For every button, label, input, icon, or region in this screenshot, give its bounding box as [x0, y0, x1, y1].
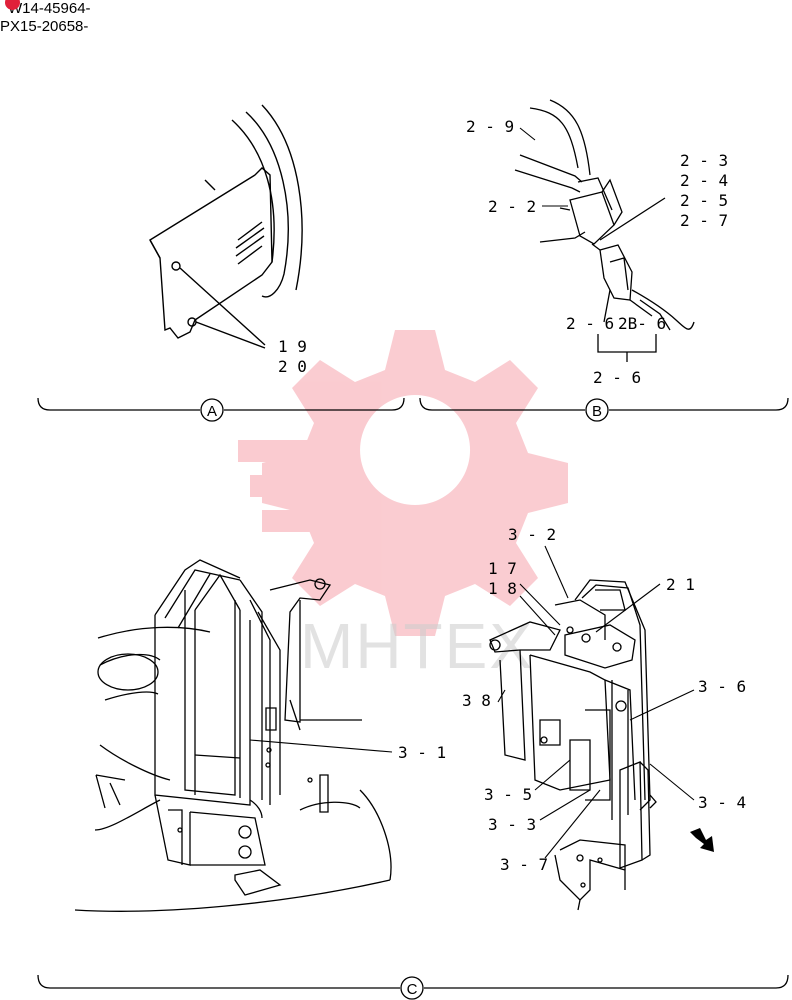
section-bracket-bottom — [37, 974, 789, 1000]
label-c-5: 3 8 — [462, 691, 491, 710]
direction-arrow-icon — [690, 828, 714, 852]
view-b-leaders — [519, 127, 568, 207]
view-a-drawing — [149, 104, 303, 349]
label-b-6: 2 - 2 — [488, 197, 536, 216]
label-c-2: 1 7 — [488, 559, 517, 578]
label-a-2: 2 0 — [278, 357, 307, 376]
label-c-7: 3 - 1 — [398, 743, 446, 762]
view-c-left-drawing — [74, 559, 392, 912]
section-marker-b: B — [592, 403, 602, 420]
label-c-4: 2 1 — [666, 575, 695, 594]
view-b-drawing — [514, 99, 695, 362]
watermark-text: MHTEX — [300, 610, 534, 682]
view-c-right-drawing — [489, 579, 657, 911]
header-code-1: W14-45964- — [8, 0, 91, 17]
label-c-10: 3 - 3 — [488, 815, 536, 834]
section-marker-c: C — [407, 981, 418, 998]
label-b-9: 2 - 6 — [593, 368, 641, 387]
label-c-6: 3 - 6 — [698, 677, 746, 696]
label-b-4: 2 - 5 — [680, 191, 728, 210]
section-marker-a: A — [207, 403, 217, 420]
label-c-9: 3 - 4 — [698, 793, 746, 812]
label-b-2: 2 - 3 — [680, 151, 728, 170]
label-c-1: 3 - 2 — [508, 525, 556, 544]
label-b-8: 2B- 6 — [618, 314, 666, 333]
leader-c-7 — [249, 739, 393, 753]
header-line-1: W14-45964- — [5, 0, 91, 18]
label-c-11: 3 - 7 — [500, 855, 548, 874]
label-c-8: 3 - 5 — [484, 785, 532, 804]
label-b-5: 2 - 7 — [680, 211, 728, 230]
watermark-gear-icon — [238, 330, 568, 636]
label-b-3: 2 - 4 — [680, 171, 728, 190]
section-brackets-top — [37, 397, 789, 422]
header-code-2: PX15-20658- — [0, 18, 89, 35]
logo-dot-icon — [5, 0, 20, 10]
label-b-1: 2 - 9 — [466, 117, 514, 136]
label-c-3: 1 8 — [488, 579, 517, 598]
label-a-1: 1 9 — [278, 337, 307, 356]
view-c-leaders — [497, 545, 695, 859]
label-b-7: 2 - 6 — [566, 314, 614, 333]
